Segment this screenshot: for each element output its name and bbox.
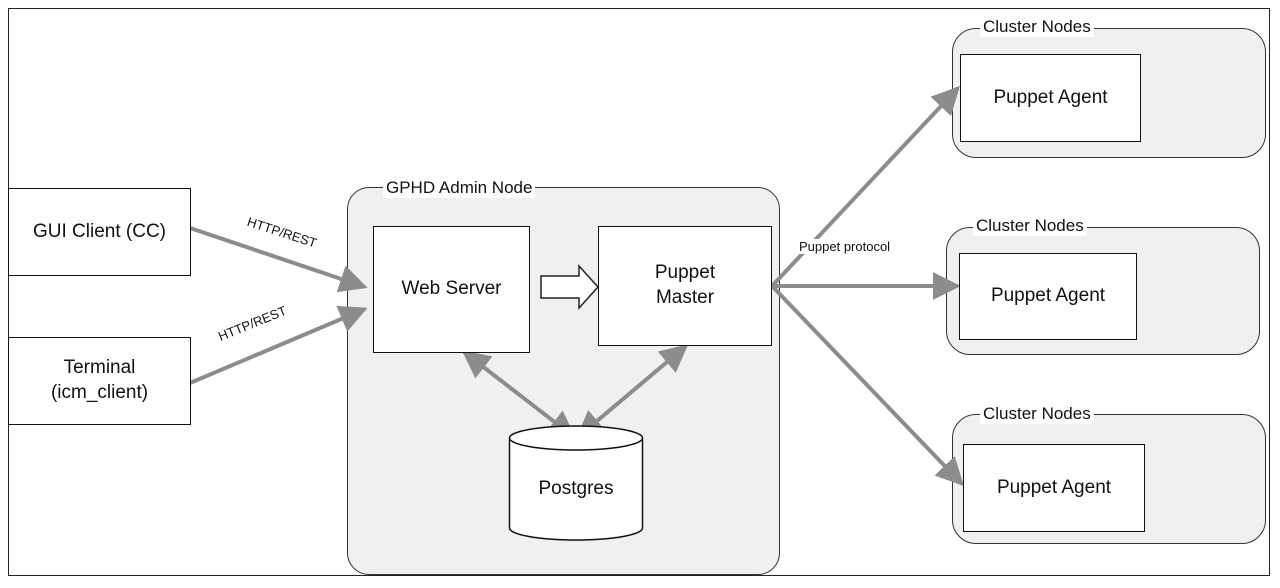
gui-client-box: GUI Client (CC)	[8, 188, 191, 276]
webserver-to-master-block-arrow	[540, 264, 600, 310]
admin-node-title: GPHD Admin Node	[383, 178, 536, 198]
postgres-label: Postgres	[538, 478, 614, 499]
puppet-agent-box-1: Puppet Agent	[960, 54, 1141, 142]
cluster-group-3-title: Cluster Nodes	[980, 404, 1094, 424]
master-to-agent-1-arrow	[770, 85, 960, 288]
puppet-master-box: Puppet Master	[598, 226, 772, 346]
puppet-agent-label-3: Puppet Agent	[996, 476, 1112, 498]
gui-client-label: GUI Client (CC)	[32, 220, 166, 242]
puppet-agent-label-2: Puppet Agent	[990, 285, 1106, 307]
gui-to-webserver-arrow	[189, 226, 368, 293]
master-to-agent-3-arrow	[770, 284, 964, 487]
terminal-label-line1: Terminal	[63, 357, 136, 379]
diagram-frame	[8, 8, 1270, 576]
puppet-master-label-line2: Master	[655, 287, 715, 308]
master-db-arrow	[575, 344, 689, 439]
puppet-master-label-line1: Puppet	[654, 262, 716, 284]
terminal-box: Terminal (icm_client)	[8, 337, 191, 425]
puppet-protocol-label: Puppet protocol	[797, 239, 893, 254]
terminal-label-line2: (icm_client)	[50, 382, 149, 403]
puppet-agent-label-1: Puppet Agent	[993, 86, 1108, 108]
cluster-group-2-title: Cluster Nodes	[973, 216, 1087, 236]
web-server-box: Web Server	[373, 226, 530, 353]
puppet-agent-box-3: Puppet Agent	[963, 444, 1145, 532]
webserver-db-arrow	[461, 350, 577, 439]
cluster-group-1-title: Cluster Nodes	[980, 17, 1094, 37]
postgres-database-icon	[508, 425, 644, 541]
puppet-agent-box-2: Puppet Agent	[959, 253, 1137, 340]
web-server-label: Web Server	[401, 278, 502, 300]
terminal-to-webserver-arrow	[189, 305, 368, 385]
